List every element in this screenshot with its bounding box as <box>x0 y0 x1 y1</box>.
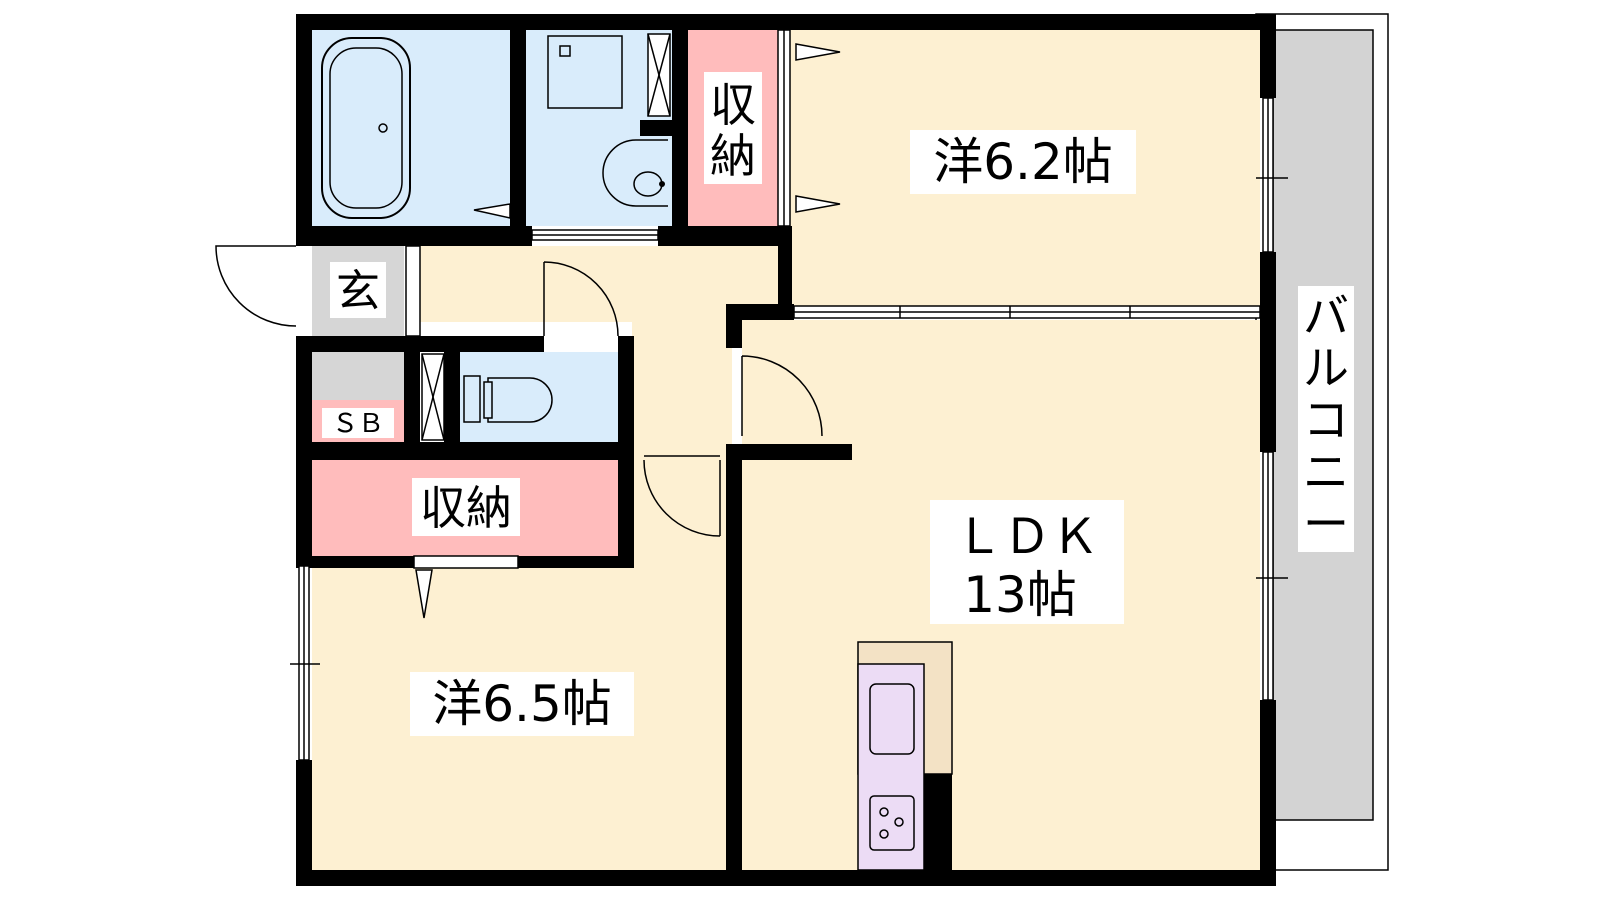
walls <box>296 14 1276 886</box>
hall-floor-lower <box>632 300 732 568</box>
stove-icon <box>869 795 915 851</box>
balcony-label-char: ニ <box>1303 445 1349 499</box>
washbasin-icon <box>602 139 668 207</box>
toilet-icon <box>463 375 553 423</box>
bathtub-icon <box>321 37 411 219</box>
windows <box>290 97 1288 761</box>
room-label-western-a: 洋6.2帖 <box>933 133 1113 191</box>
storage-upper-label-1: 収 <box>710 78 756 132</box>
balcony-label-char: バ <box>1303 289 1349 343</box>
room-label-western-b: 洋6.5帖 <box>432 675 612 733</box>
swing-doors <box>215 43 841 619</box>
sink-icon <box>869 683 915 755</box>
storage-lower-label: 収納 <box>420 481 512 535</box>
balcony-label-char: ル <box>1303 341 1349 395</box>
balcony-label: バ ル コ ニ ー <box>1303 289 1349 551</box>
sliding-doors <box>405 29 1261 569</box>
balcony <box>1255 13 1389 871</box>
room-label-ldk: ＬＤＫ <box>955 509 1099 565</box>
balcony-label-char: コ <box>1303 393 1349 447</box>
kitchen-counter <box>857 641 953 871</box>
storage-upper-label-2: 納 <box>710 129 756 183</box>
entrance-label: 玄 <box>336 266 380 317</box>
balcony-label-char: ー <box>1303 497 1349 551</box>
room-label-ldk-size: 13帖 <box>963 566 1077 624</box>
washing-machine-icon <box>547 35 623 109</box>
linen-cabinet-icon <box>421 33 671 441</box>
shoe-box-label: ＳＢ <box>332 409 384 439</box>
